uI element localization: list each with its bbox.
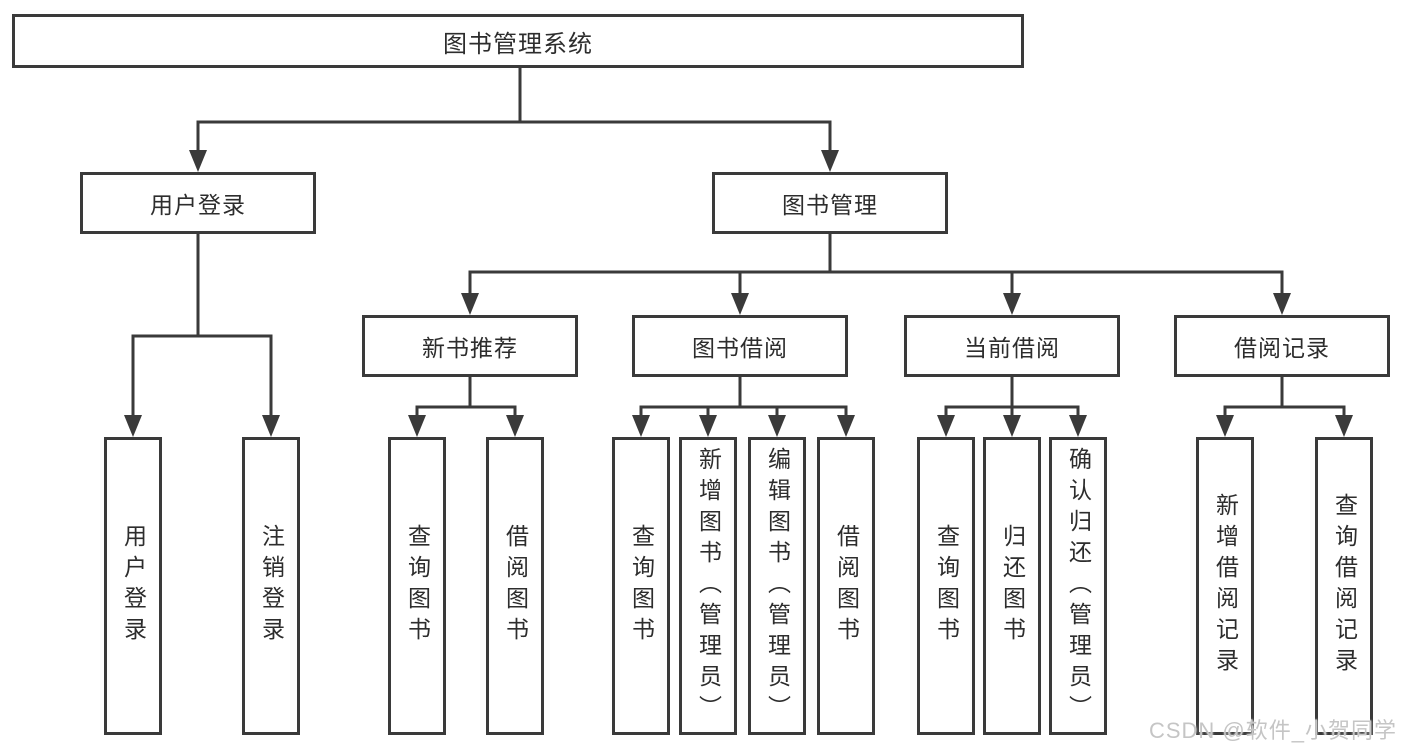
arrow-down-icon (1216, 415, 1234, 437)
leaf-current-return-books: 归还图书 (983, 437, 1041, 735)
leaf-user-login-label: 用户登录 (120, 524, 147, 648)
connector-recommend-to-leaves (415, 375, 517, 419)
arrow-down-icon (837, 415, 855, 437)
leaf-borrowing-query-books-label: 查询图书 (628, 524, 655, 648)
node-book-management-label: 图书管理 (782, 192, 878, 218)
node-book-management: 图书管理 (712, 172, 948, 234)
leaf-logout-login-label: 注销登录 (258, 524, 285, 648)
connector-root-to-level2 (196, 66, 832, 154)
leaf-borrowing-borrow-books: 借阅图书 (817, 437, 875, 735)
node-borrowing-records: 借阅记录 (1174, 315, 1390, 377)
leaf-current-confirm-return: 确认归还（管理员） (1049, 437, 1107, 735)
arrow-down-icon (1003, 415, 1021, 437)
node-current-borrowing-label: 当前借阅 (964, 335, 1060, 361)
leaf-recommend-query-books: 查询图书 (388, 437, 446, 735)
leaf-current-confirm-return-label: 确认归还（管理员） (1065, 446, 1092, 726)
leaf-borrowing-add-books: 新增图书（管理员） (679, 437, 737, 735)
arrow-down-icon (124, 415, 142, 437)
leaf-current-query-books-label: 查询图书 (933, 524, 960, 648)
leaf-recommend-borrow-books: 借阅图书 (486, 437, 544, 735)
arrow-down-icon (506, 415, 524, 437)
leaf-records-query-record-label: 查询借阅记录 (1331, 493, 1358, 679)
leaf-recommend-query-books-label: 查询图书 (404, 524, 431, 648)
arrow-down-icon (632, 415, 650, 437)
node-library-system: 图书管理系统 (12, 14, 1024, 68)
leaf-logout-login: 注销登录 (242, 437, 300, 735)
leaf-records-query-record: 查询借阅记录 (1315, 437, 1373, 735)
leaf-borrowing-borrow-books-label: 借阅图书 (833, 524, 860, 648)
arrow-down-icon (699, 415, 717, 437)
node-new-book-recommend: 新书推荐 (362, 315, 578, 377)
leaf-recommend-borrow-books-label: 借阅图书 (502, 524, 529, 648)
arrow-down-icon (1003, 293, 1021, 315)
arrow-down-icon (821, 150, 839, 172)
leaf-records-add-record: 新增借阅记录 (1196, 437, 1254, 735)
connector-records-to-leaves (1223, 375, 1346, 419)
leaf-records-add-record-label: 新增借阅记录 (1212, 493, 1239, 679)
arrow-down-icon (461, 293, 479, 315)
leaf-user-login: 用户登录 (104, 437, 162, 735)
leaf-current-query-books: 查询图书 (917, 437, 975, 735)
arrow-down-icon (768, 415, 786, 437)
arrow-down-icon (1069, 415, 1087, 437)
csdn-watermark: CSDN @软件_小贺同学 (1148, 718, 1397, 743)
node-book-borrowing-label: 图书借阅 (692, 335, 788, 361)
node-borrowing-records-label: 借阅记录 (1234, 335, 1330, 361)
arrow-down-icon (731, 293, 749, 315)
arrow-down-icon (189, 150, 207, 172)
leaf-borrowing-query-books: 查询图书 (612, 437, 670, 735)
connector-userlogin-to-leaves (131, 232, 273, 419)
arrow-down-icon (937, 415, 955, 437)
node-user-login-label: 用户登录 (150, 192, 246, 218)
node-library-system-label: 图书管理系统 (443, 30, 593, 58)
node-user-login: 用户登录 (80, 172, 316, 234)
connector-current-to-leaves (944, 375, 1080, 419)
node-current-borrowing: 当前借阅 (904, 315, 1120, 377)
leaf-borrowing-edit-books-label: 编辑图书（管理员） (764, 446, 791, 726)
arrow-down-icon (408, 415, 426, 437)
connector-bookmgmt-to-level3 (468, 232, 1284, 297)
leaf-borrowing-add-books-label: 新增图书（管理员） (695, 446, 722, 726)
leaf-current-return-books-label: 归还图书 (999, 524, 1026, 648)
arrow-down-icon (1335, 415, 1353, 437)
arrow-down-icon (1273, 293, 1291, 315)
connector-borrowing-to-leaves (639, 375, 848, 419)
node-book-borrowing: 图书借阅 (632, 315, 848, 377)
leaf-borrowing-edit-books: 编辑图书（管理员） (748, 437, 806, 735)
arrow-down-icon (262, 415, 280, 437)
node-new-book-recommend-label: 新书推荐 (422, 335, 518, 361)
